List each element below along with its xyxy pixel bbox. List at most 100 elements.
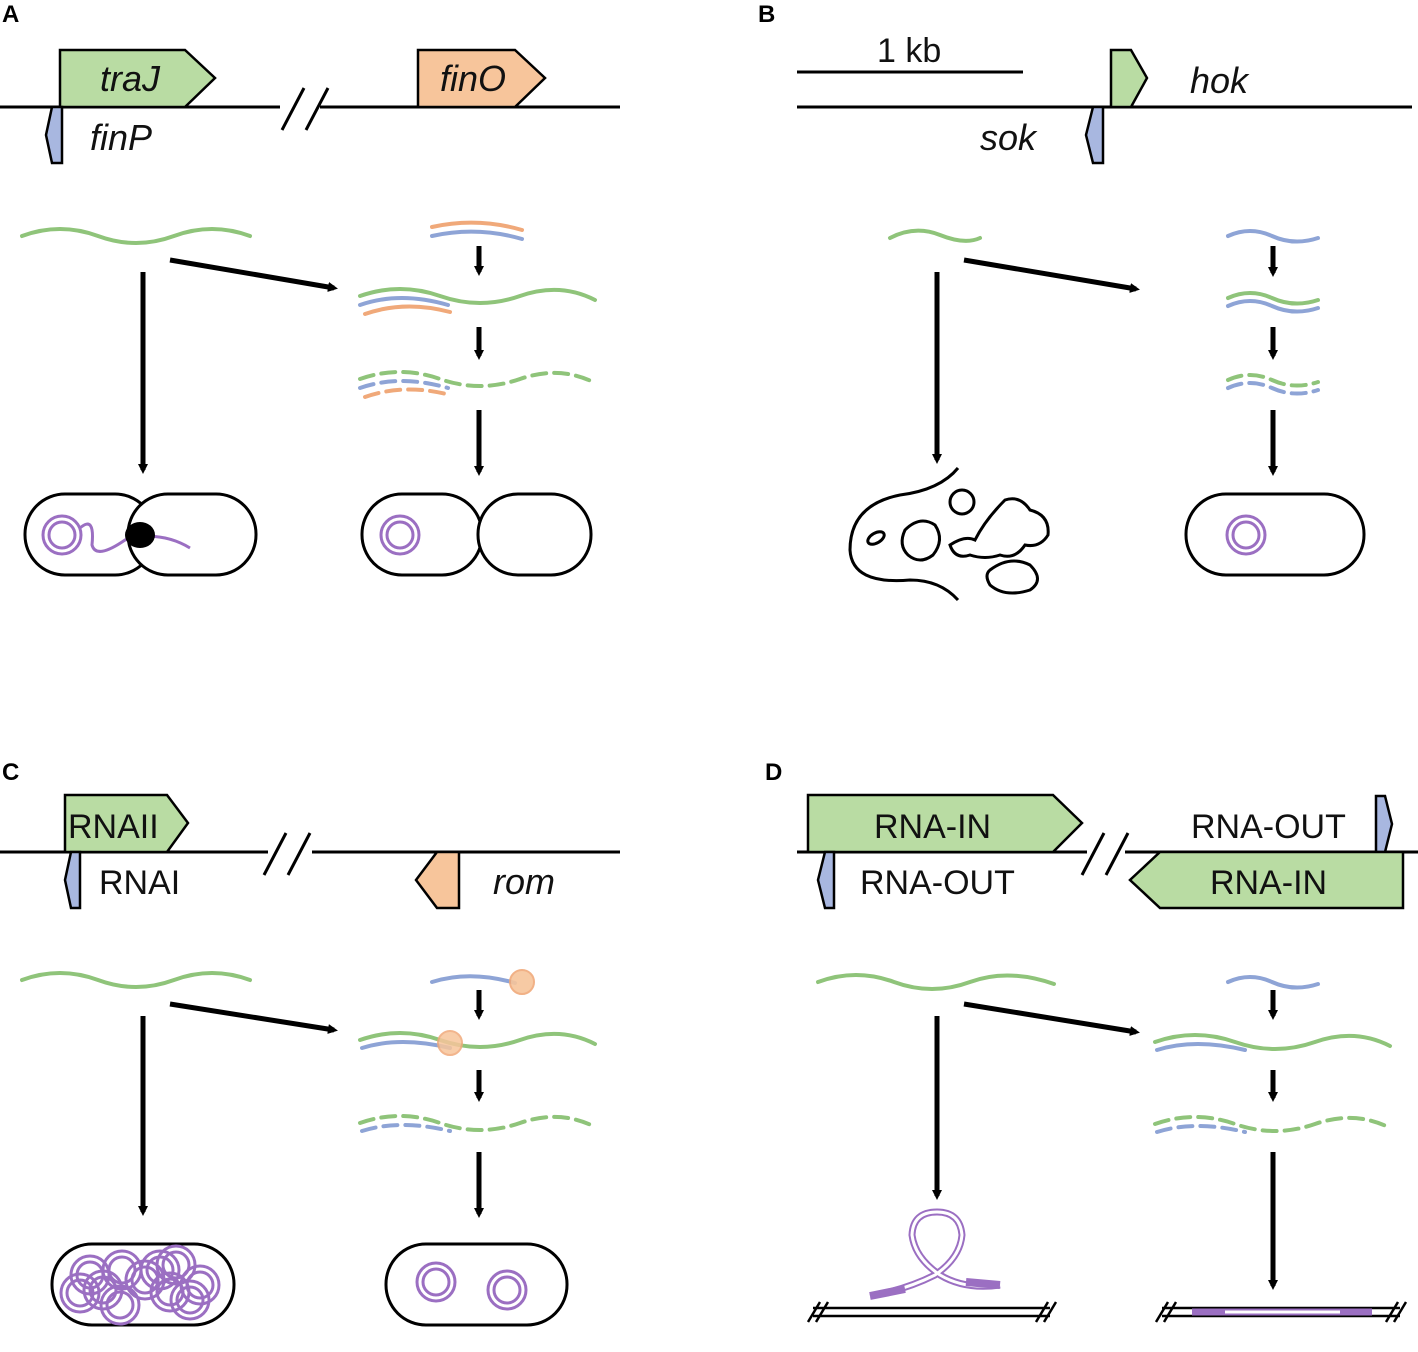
sense-rna [888,228,982,243]
plasmid [421,1267,451,1297]
plasmid [47,520,77,550]
gene-label-fino: finO [440,58,506,99]
rnaii-gene-block [63,793,190,854]
panel-a: A traJ finO finP [0,1,620,577]
plasmid [155,1277,185,1307]
degraded-rna [358,1114,597,1132]
integrated-transposon [1154,1301,1408,1323]
gene-label-hok: hok [1190,60,1250,101]
antisense-rna-duplex [1155,1042,1247,1052]
antisense-rna [1226,975,1320,990]
plasmid [88,1275,118,1305]
plasmid [99,1284,141,1326]
plasmid [1231,520,1261,550]
plasmid [385,520,415,550]
antisense-rna-duplex [358,296,450,307]
gene-label-rnaii: RNAII [68,808,159,846]
panel-d: D RNA-IN RNA-OUT RNA-OUT RNA-IN [765,759,1418,1323]
plasmid [161,1250,191,1280]
degraded-antisense [1155,1124,1247,1134]
degraded-protein-rna [363,387,452,399]
panel-label-d: D [765,759,782,786]
degraded-antisense [1226,381,1320,396]
rom-gene-block [414,850,461,910]
rom-protein [437,1030,463,1056]
gene-label-traj: traJ [100,58,161,99]
break-mark [280,87,306,131]
plasmid [65,1278,95,1308]
cell [1184,492,1366,577]
gene-label-rna-in: RNA-IN [1210,864,1327,902]
protein-rna-duplex [363,304,452,316]
trai-gene-block [58,48,217,109]
controlled-copy-cell [384,1242,569,1327]
panel-label-b: B [758,1,775,28]
panel-c: C RNAII RNAI rom [0,759,620,1327]
arrow-right [963,257,1140,293]
panel-label-c: C [2,759,19,786]
high-copy-cell [50,1242,236,1327]
transferred-dna [79,522,191,553]
sense-rna-duplex [1226,291,1320,306]
sense-rna-duplex [1153,1033,1392,1051]
rna-out-gene-block [816,850,836,910]
arrow-right [963,1001,1140,1036]
scale-label: 1 kb [877,32,941,70]
gene-label-rom: rom [493,861,555,902]
rna-in-gene-block [1128,850,1405,910]
lysed-cell [848,467,1050,602]
conjugation-pore [125,522,155,548]
fino-gene-block [416,48,547,109]
gene-label-sok: sok [980,117,1038,158]
degraded-antisense [358,379,450,390]
sense-rna [20,971,252,989]
hok-gene-block [1109,48,1149,109]
transposon-loop [806,1208,1058,1323]
gene-label-rna-out: RNA-OUT [1191,808,1346,846]
sense-rna [20,227,252,245]
degraded-rna [358,370,597,388]
break-mark [286,832,312,876]
plasmid [379,514,421,556]
break-mark [1104,832,1130,876]
plasmid [1225,514,1267,556]
gene-label-rnai: RNAI [99,864,180,902]
rnai-gene-block [63,850,82,910]
antisense-rna-duplex [360,1040,452,1050]
antisense-rna-duplex [1226,299,1320,314]
sense-rna-duplex [358,287,597,305]
rom-protein [509,969,535,995]
degraded-rna [1226,373,1320,388]
degraded-rna [1153,1115,1392,1133]
surviving-cell [1184,492,1366,577]
protein-bound-rna [430,220,524,232]
panel-label-a: A [2,1,19,28]
antisense-rna [1226,229,1320,244]
sense-rna [816,973,1056,991]
gene-label-rna-out: RNA-OUT [860,864,1015,902]
gene-label-finp: finP [90,117,152,158]
plasmid [492,1275,522,1305]
antisense-rna [430,974,517,985]
break-mark [262,832,288,876]
conjugating-cells [23,492,258,577]
cell [384,1242,569,1327]
plasmid [130,1265,160,1295]
break-mark [1080,832,1106,876]
plasmid [124,1259,166,1301]
plasmid [41,514,83,556]
non-conjugating-cells [360,492,593,577]
plasmid-cluster [59,1244,221,1326]
plasmid [415,1261,457,1303]
plasmid [59,1272,101,1314]
break-mark [304,87,330,131]
sok-gene-block [1084,105,1105,165]
plasmid [82,1269,124,1311]
plasmid [486,1269,528,1311]
sense-rna-duplex [358,1031,597,1049]
finp-gene-block [44,105,64,165]
rna-out-gene-block [1374,794,1394,854]
plasmid [139,1249,181,1291]
arrow-right [169,257,338,292]
